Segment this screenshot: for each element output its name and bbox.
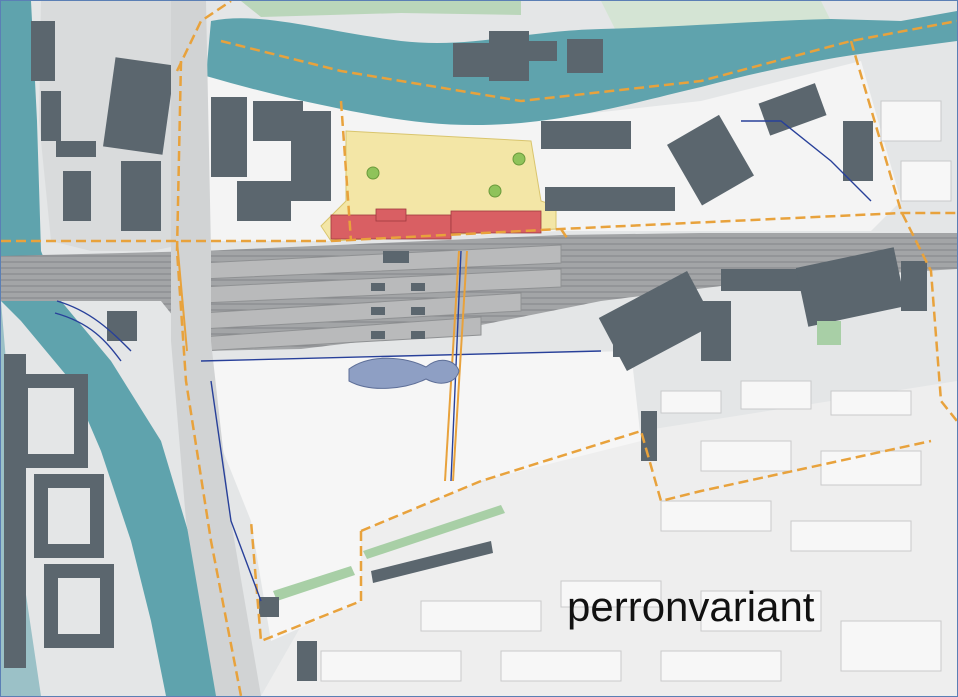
- development-area: [201, 351, 641, 641]
- greenery-east: [817, 321, 841, 345]
- buildings-southeast: [320, 100, 952, 682]
- housing-blocks-southwest: [4, 354, 114, 668]
- underpass-pond: [348, 357, 460, 389]
- park-north: [241, 1, 521, 17]
- buildings-east: [107, 247, 927, 461]
- route-lines: [54, 120, 872, 602]
- buildings-south-west: [259, 597, 317, 681]
- canal-west: [1, 1, 226, 696]
- buildings-north: [453, 31, 873, 211]
- road-west: [171, 1, 261, 696]
- greenery-south: [363, 505, 505, 559]
- map-label: perronvariant: [567, 583, 815, 630]
- greenery-south-west: [273, 566, 355, 601]
- tree-icon: [366, 152, 526, 198]
- buildings-west: [31, 21, 331, 231]
- buildings-south-row: [371, 541, 493, 583]
- platform-shelters: [371, 251, 425, 339]
